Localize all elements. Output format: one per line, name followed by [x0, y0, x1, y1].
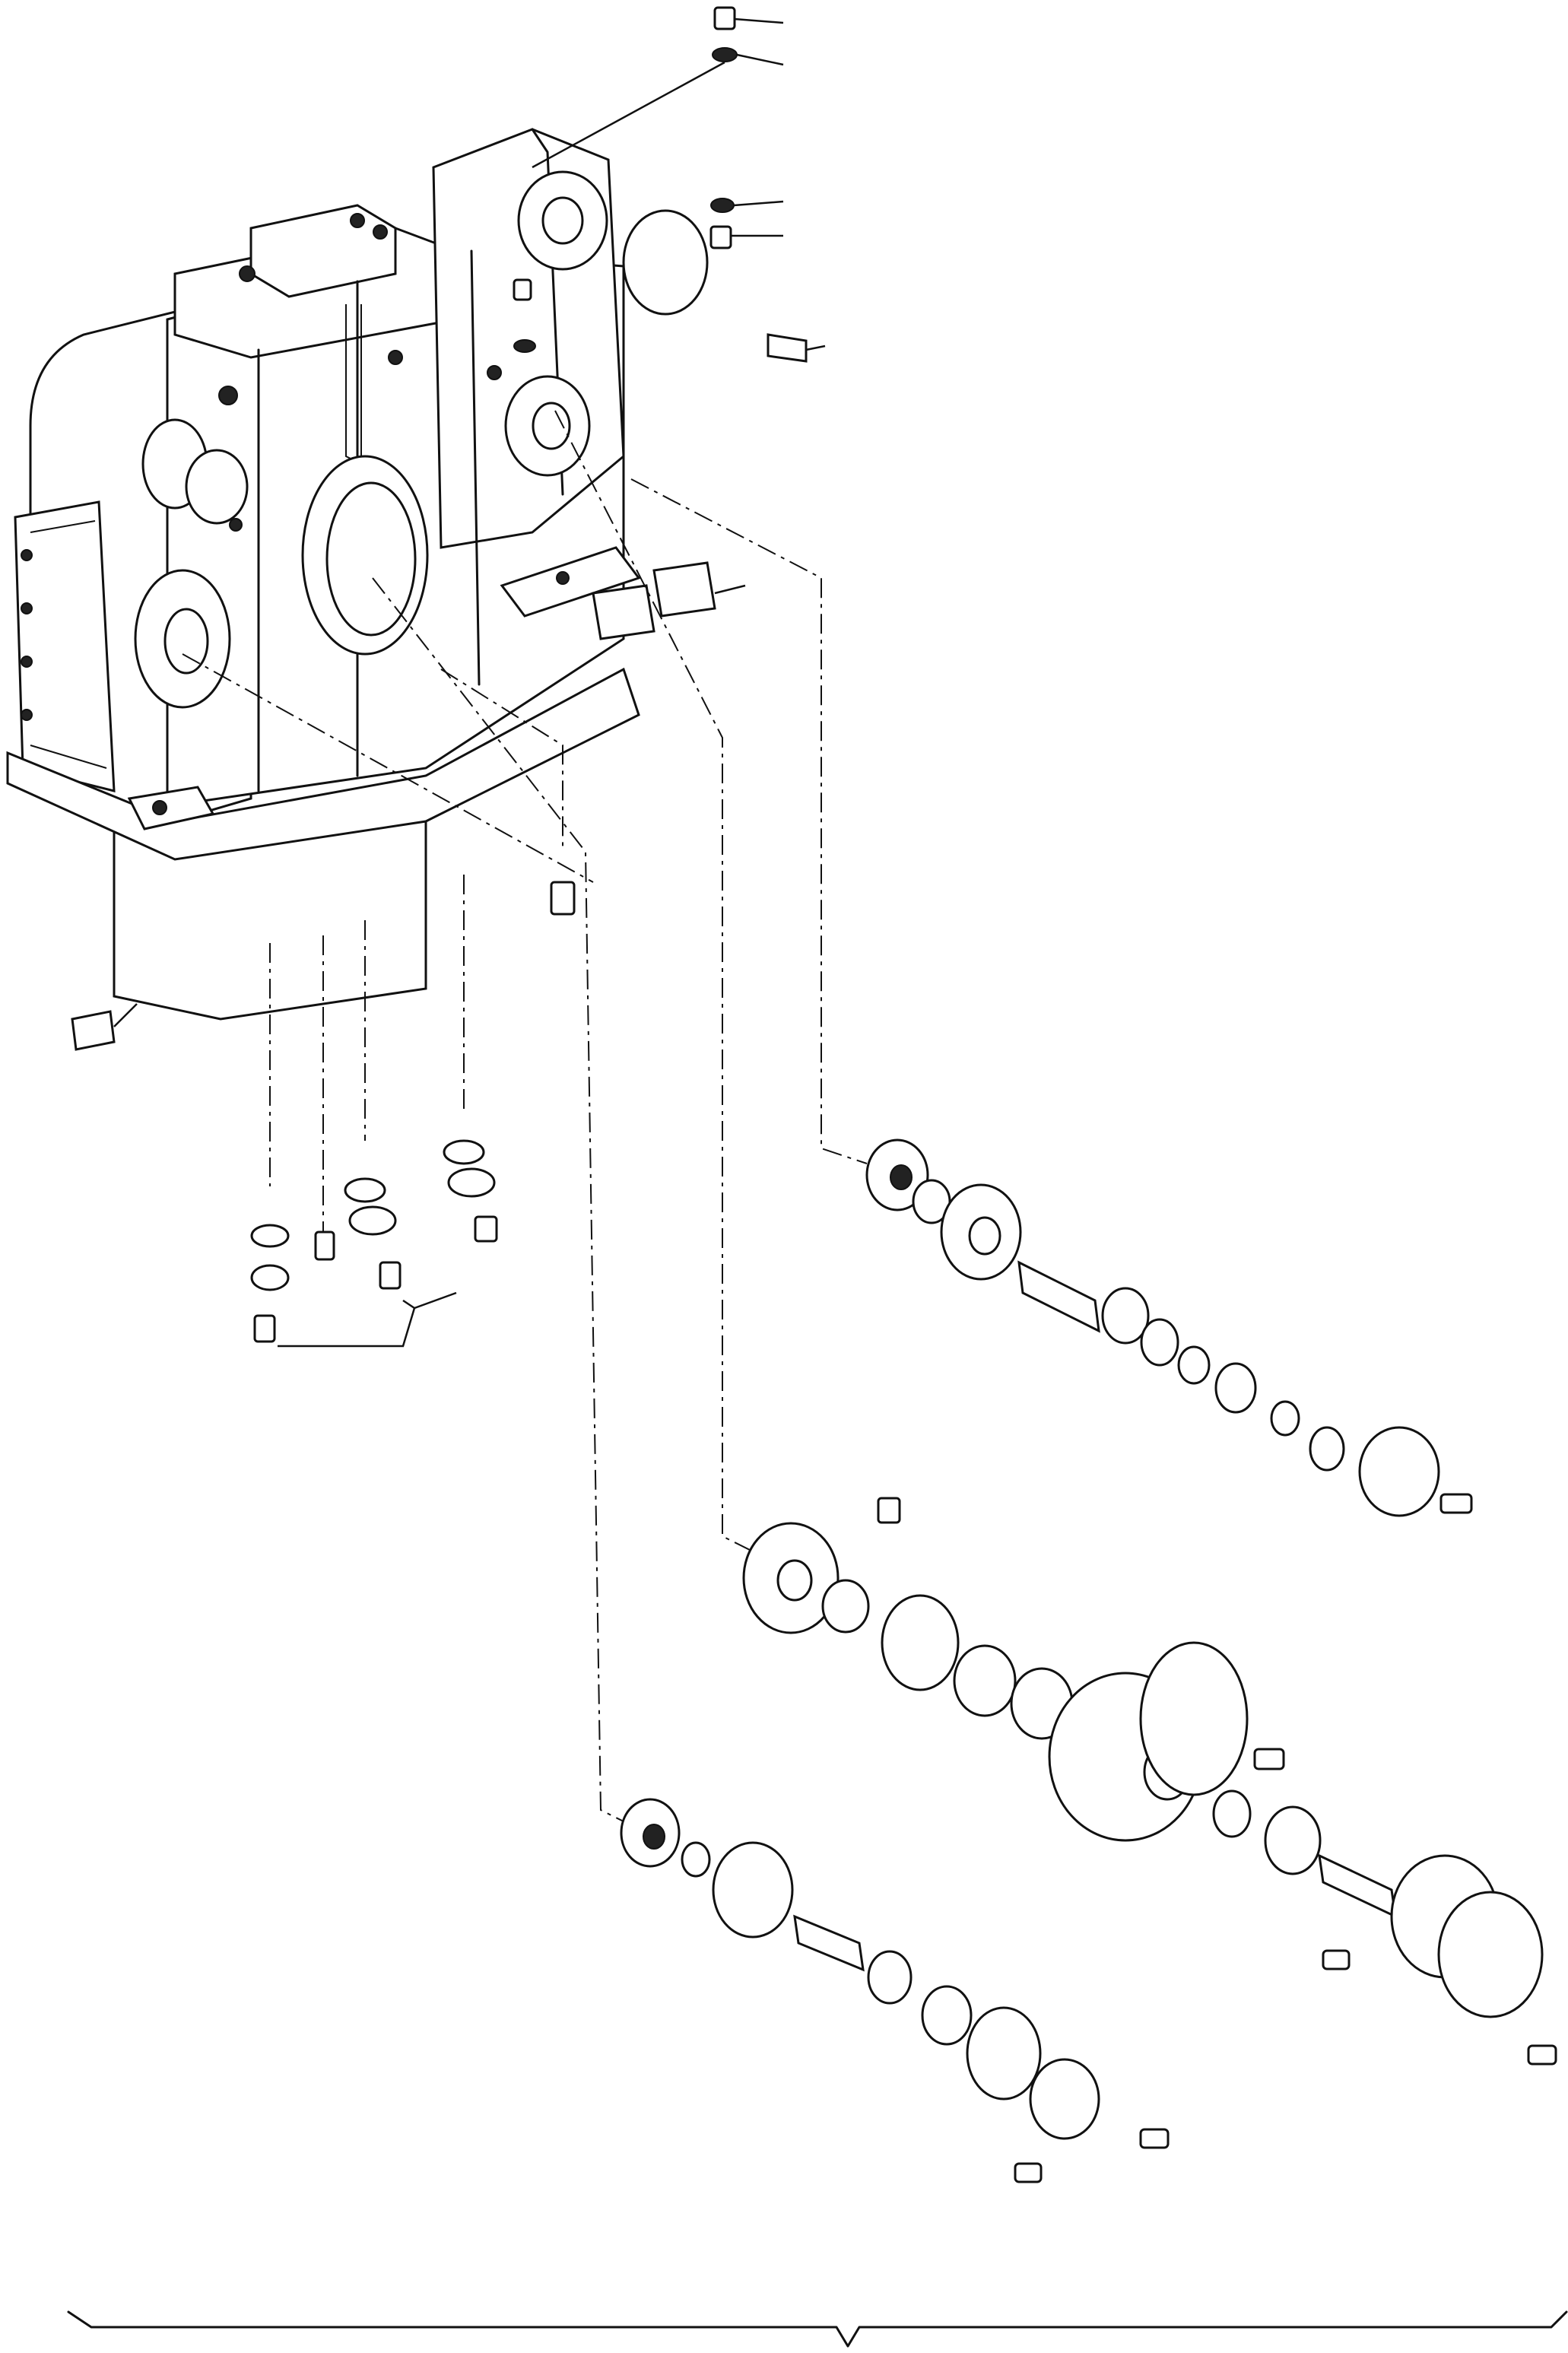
middle-shaft-assembly: [742, 1497, 1557, 2066]
assembly-center-lines: [182, 410, 868, 1826]
top-leader-lines: [532, 17, 826, 595]
top-fittings: [513, 6, 808, 640]
gearbox-housing: [6, 128, 641, 1021]
upper-shaft-assembly: [865, 1138, 1473, 1517]
drain-plugs: [71, 881, 576, 1348]
assembly-brace: [67, 2310, 1568, 2348]
lower-shaft-assembly: [620, 1798, 1170, 2183]
